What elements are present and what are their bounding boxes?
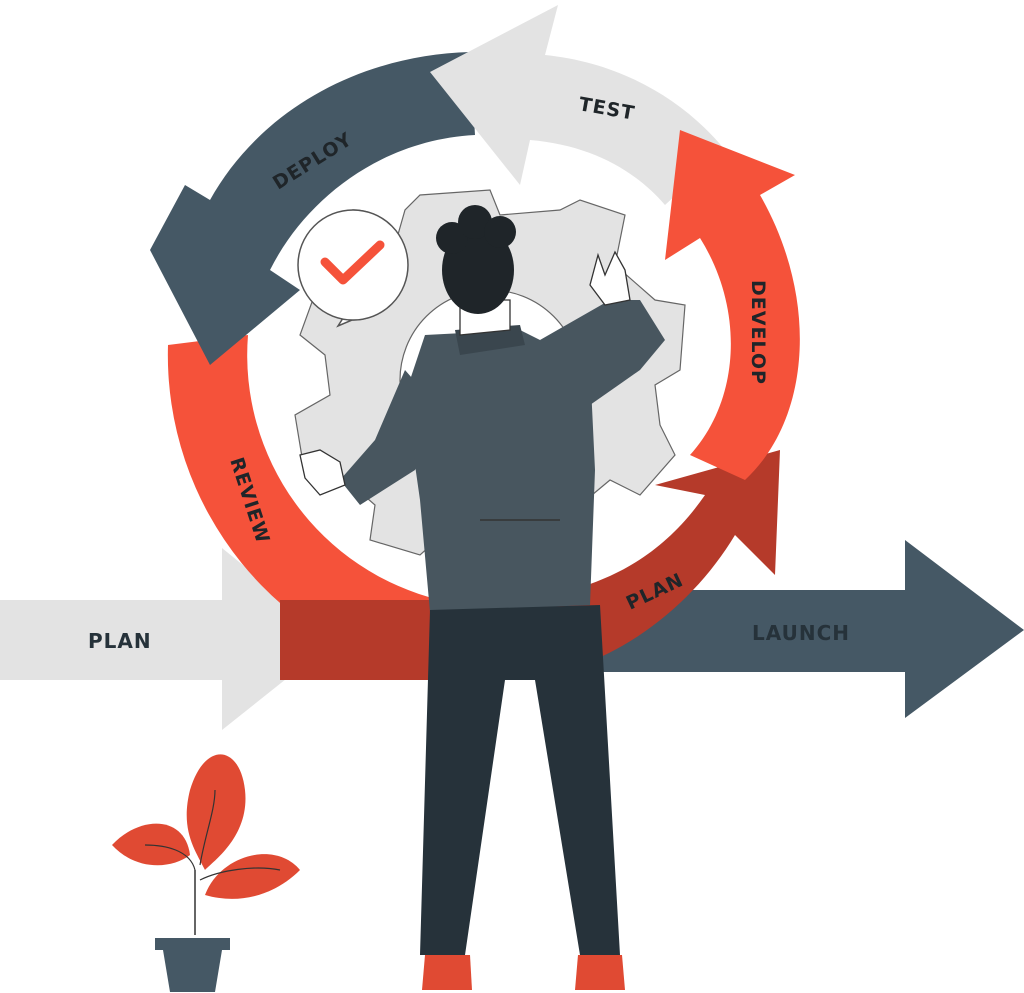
check-bubble (297, 209, 409, 328)
check-icon (320, 240, 385, 285)
test-arc-arrow (430, 5, 725, 205)
plant-icon (112, 754, 300, 992)
plan-arc-arrow (280, 450, 780, 680)
launch-arrow (560, 540, 1024, 718)
review-arc (167, 335, 440, 680)
label-launch: LAUNCH (752, 621, 850, 645)
deploy-arc-arrow (150, 52, 475, 365)
label-plan-in: PLAN (88, 629, 152, 653)
label-develop: DEVELOP (747, 280, 769, 385)
develop-arc-arrow (665, 130, 800, 480)
person (299, 205, 665, 990)
plan-in-arrow (0, 548, 335, 730)
